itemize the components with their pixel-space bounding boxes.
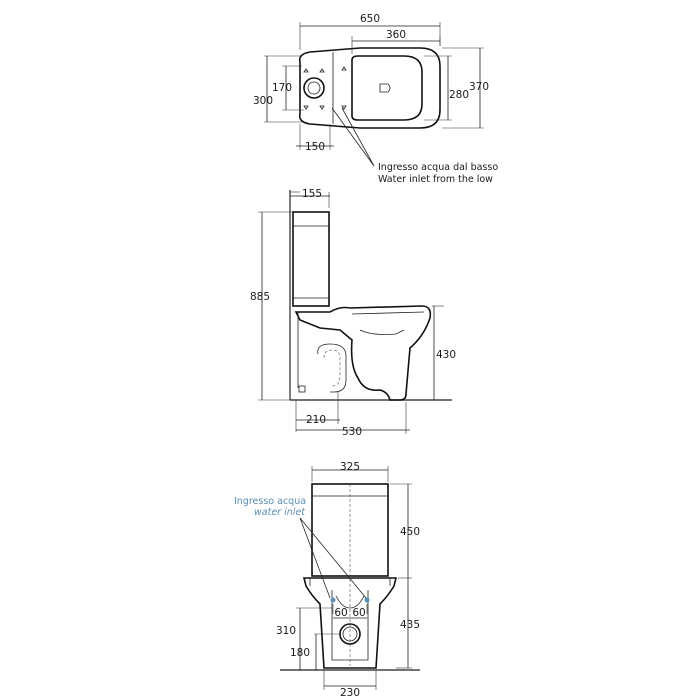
side-view-trap [317, 343, 347, 393]
dim-label-885: 885 [250, 291, 270, 303]
side-view-inlet [298, 385, 306, 393]
dim-label-430: 430 [436, 349, 456, 361]
top-view-outline [298, 47, 441, 129]
top-view-flush-inner [307, 81, 321, 95]
dim-label-280: 280 [449, 89, 469, 101]
dim-label-155: 155 [302, 188, 322, 200]
top-view: 650 360 370 280 300 170 150 Ingre [253, 13, 498, 185]
top-view-fixing-marks [303, 66, 347, 110]
front-view-inlet-marks [330, 597, 370, 603]
top-view-note-it: Ingresso acqua dal basso [378, 162, 498, 173]
front-view-inlet-leader [299, 517, 331, 599]
dim-label-180: 180 [290, 647, 310, 659]
dim-label-300: 300 [253, 95, 273, 107]
dim-label-360: 360 [386, 29, 406, 41]
side-view-bowl [294, 305, 432, 401]
dim-label-60-left: 60 [334, 607, 347, 619]
dim-label-230: 230 [340, 687, 360, 699]
top-view-seat-notch [379, 83, 391, 93]
front-view-note-en: water inlet [254, 507, 306, 518]
top-view-seat [351, 55, 423, 121]
dim-label-310: 310 [276, 625, 296, 637]
side-view-tank [292, 211, 330, 307]
dim-label-650: 650 [360, 13, 380, 25]
top-view-inlet-leader [331, 107, 375, 167]
front-view-note-it: Ingresso acqua [234, 496, 306, 507]
dim-label-530: 530 [342, 426, 362, 438]
front-view: 325 450 435 310 180 60 60 230 Ingresso a… [234, 461, 420, 699]
dim-label-150: 150 [305, 141, 325, 153]
dim-label-450: 450 [400, 526, 420, 538]
dim-label-60-right: 60 [352, 607, 365, 619]
dim-label-325: 325 [340, 461, 360, 473]
front-view-bowl [302, 577, 398, 669]
dim-label-435: 435 [400, 619, 420, 631]
dim-label-210: 210 [306, 414, 326, 426]
top-view-note-en: Water inlet from the low [378, 174, 493, 185]
top-view-flush-button [303, 77, 325, 99]
dim-label-370: 370 [469, 81, 489, 93]
side-view: 155 885 430 210 530 [250, 188, 456, 438]
dim-label-170: 170 [272, 82, 292, 94]
